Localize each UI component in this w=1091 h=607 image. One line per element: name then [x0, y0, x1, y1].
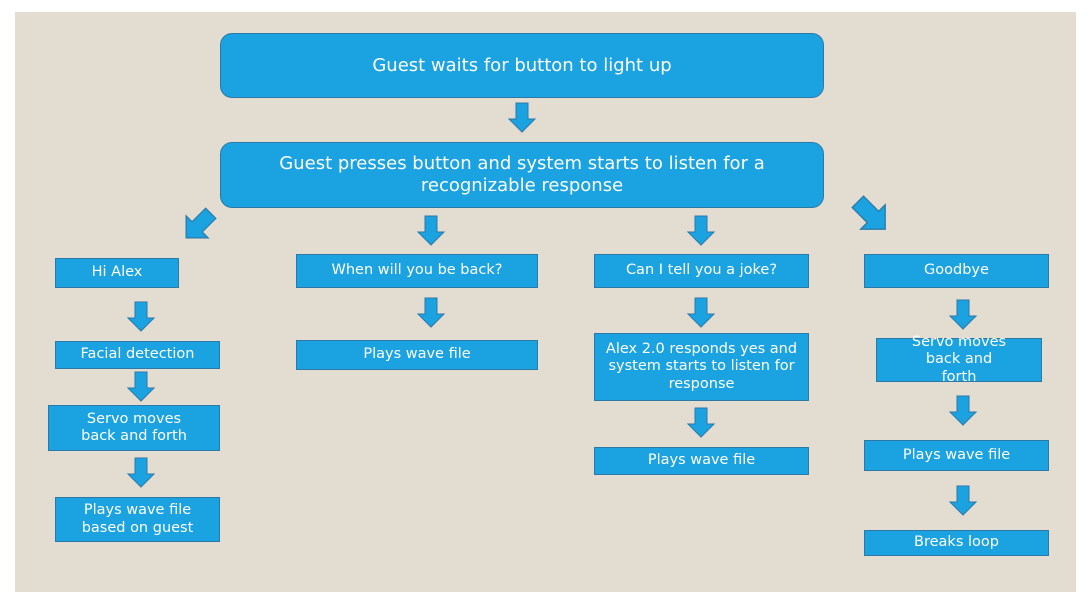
node-can-i-tell-you-a-joke: Can I tell you a joke? — [594, 254, 809, 288]
arrow-down-icon — [416, 297, 446, 328]
arrow-down-icon — [948, 395, 978, 426]
node-guest-presses: Guest presses button and system starts t… — [220, 142, 824, 208]
arrow-down-icon — [416, 215, 446, 246]
arrow-down-icon — [507, 102, 537, 133]
node-when-will-you-be-back: When will you be back? — [296, 254, 538, 288]
arrow-down-icon — [948, 485, 978, 516]
arrow-down-icon — [686, 297, 716, 328]
node-servo-moves-2: Servo moves back and forth — [876, 334, 1042, 385]
arrow-down-icon — [948, 299, 978, 330]
node-plays-wave-based-on-guest: Plays wave file based on guest — [55, 497, 220, 542]
arrow-down-icon — [126, 371, 156, 402]
arrow-down-icon — [126, 301, 156, 332]
node-servo-moves-1: Servo moves back and forth — [48, 405, 220, 451]
node-breaks-loop: Breaks loop — [864, 530, 1049, 556]
node-facial-detection: Facial detection — [55, 341, 220, 369]
arrow-down-icon — [686, 407, 716, 438]
arrow-down-left-icon — [180, 207, 217, 244]
node-plays-wave-file-4: Plays wave file — [864, 440, 1049, 471]
node-alex-responds: Alex 2.0 responds yes and system starts … — [594, 333, 809, 401]
node-plays-wave-file-3: Plays wave file — [594, 447, 809, 475]
flowchart-canvas — [15, 12, 1076, 592]
node-hi-alex: Hi Alex — [55, 258, 179, 288]
node-guest-waits: Guest waits for button to light up — [220, 33, 824, 98]
arrow-down-right-icon — [851, 195, 892, 236]
node-plays-wave-file-2: Plays wave file — [296, 340, 538, 370]
arrow-down-icon — [686, 215, 716, 246]
arrow-down-icon — [126, 457, 156, 488]
node-goodbye: Goodbye — [864, 254, 1049, 288]
